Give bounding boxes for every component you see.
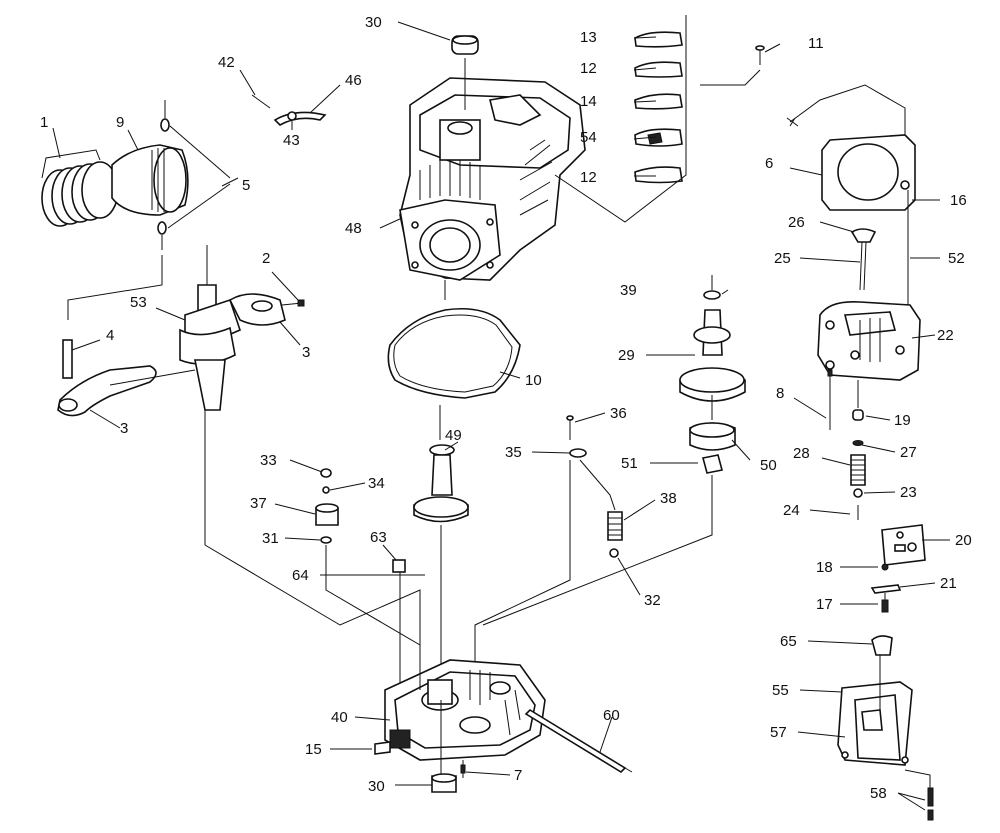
head-gasket xyxy=(786,84,916,211)
piston xyxy=(111,144,189,216)
callout-40: 40 xyxy=(331,709,348,726)
callout-14: 14 xyxy=(580,93,597,110)
callout-29: 29 xyxy=(618,347,635,364)
crankcase-gasket xyxy=(387,307,521,399)
callout-16: 16 xyxy=(950,192,967,209)
callout-34: 34 xyxy=(368,475,385,492)
callout-6: 6 xyxy=(765,155,773,172)
callout-12-top: 12 xyxy=(580,60,597,77)
callout-36: 36 xyxy=(610,405,627,422)
callout-50: 50 xyxy=(760,457,777,474)
callout-13: 13 xyxy=(580,29,597,46)
callout-55: 55 xyxy=(772,682,789,699)
callout-49: 49 xyxy=(445,427,462,444)
callout-58: 58 xyxy=(870,785,887,802)
callout-35: 35 xyxy=(505,444,522,461)
governor-gear xyxy=(413,405,469,690)
callout-43: 43 xyxy=(283,132,300,149)
callout-33: 33 xyxy=(260,452,277,469)
governor-small-parts xyxy=(315,468,421,700)
oil-drain-shaft xyxy=(524,708,633,774)
callout-labels: 1 9 5 42 46 43 30 13 12 14 54 12 11 6 16… xyxy=(40,14,972,802)
callout-17: 17 xyxy=(816,596,833,613)
callout-8: 8 xyxy=(776,385,784,402)
callout-30-top: 30 xyxy=(365,14,382,31)
callout-21: 21 xyxy=(940,575,957,592)
callout-5: 5 xyxy=(242,177,250,194)
callout-31: 31 xyxy=(262,530,279,547)
crankshaft xyxy=(179,245,241,545)
callout-19: 19 xyxy=(894,412,911,429)
callout-23: 23 xyxy=(900,484,917,501)
breather-small-parts xyxy=(827,369,866,520)
callout-7: 7 xyxy=(514,767,522,784)
engine-block xyxy=(399,58,586,300)
oil-sump-guard xyxy=(837,635,934,821)
callout-60: 60 xyxy=(603,707,620,724)
callout-28: 28 xyxy=(793,445,810,462)
callout-20: 20 xyxy=(955,532,972,549)
bottom-bushing xyxy=(431,773,457,793)
callout-3-left: 3 xyxy=(120,420,128,437)
top-bushing xyxy=(451,35,479,55)
leader-lines xyxy=(52,21,950,811)
callout-53: 53 xyxy=(130,294,147,311)
connecting-rod xyxy=(57,255,196,417)
callout-24: 24 xyxy=(783,502,800,519)
callout-65: 65 xyxy=(780,633,797,650)
crankcase-cover xyxy=(204,544,546,780)
relief-valve-parts xyxy=(474,415,623,705)
rod-cap xyxy=(228,293,305,326)
callout-3-right: 3 xyxy=(302,344,310,361)
callout-26: 26 xyxy=(788,214,805,231)
callout-51: 51 xyxy=(621,455,638,472)
callout-32: 32 xyxy=(644,592,661,609)
callout-2: 2 xyxy=(262,250,270,267)
callout-54: 54 xyxy=(580,129,597,146)
callout-37: 37 xyxy=(250,495,267,512)
callout-63: 63 xyxy=(370,529,387,546)
callout-15: 15 xyxy=(305,741,322,758)
breather-plate xyxy=(870,524,926,613)
callout-22: 22 xyxy=(937,327,954,344)
screw-11 xyxy=(700,45,765,86)
governor-lever xyxy=(251,94,327,126)
piston-rings xyxy=(41,149,119,227)
callout-27: 27 xyxy=(900,444,917,461)
callout-25: 25 xyxy=(774,250,791,267)
callout-30-bottom: 30 xyxy=(368,778,385,795)
valve-parts-stack xyxy=(554,15,687,223)
callout-46: 46 xyxy=(345,72,362,89)
callout-11: 11 xyxy=(808,35,824,52)
callout-18: 18 xyxy=(816,559,833,576)
piston-pin-clips xyxy=(157,100,231,250)
callout-12-bottom: 12 xyxy=(580,169,597,186)
callout-42: 42 xyxy=(218,54,235,71)
callout-9: 9 xyxy=(116,114,124,131)
callout-48: 48 xyxy=(345,220,362,237)
camshaft xyxy=(482,275,746,626)
callout-38: 38 xyxy=(660,490,677,507)
callout-10: 10 xyxy=(525,372,542,389)
callout-64: 64 xyxy=(292,567,309,584)
callout-4: 4 xyxy=(106,327,114,344)
bolt-7 xyxy=(460,760,466,778)
breather-assembly xyxy=(817,300,921,381)
callout-52: 52 xyxy=(948,250,965,267)
callout-39: 39 xyxy=(620,282,637,299)
callout-57: 57 xyxy=(770,724,787,741)
callout-1: 1 xyxy=(40,114,48,131)
